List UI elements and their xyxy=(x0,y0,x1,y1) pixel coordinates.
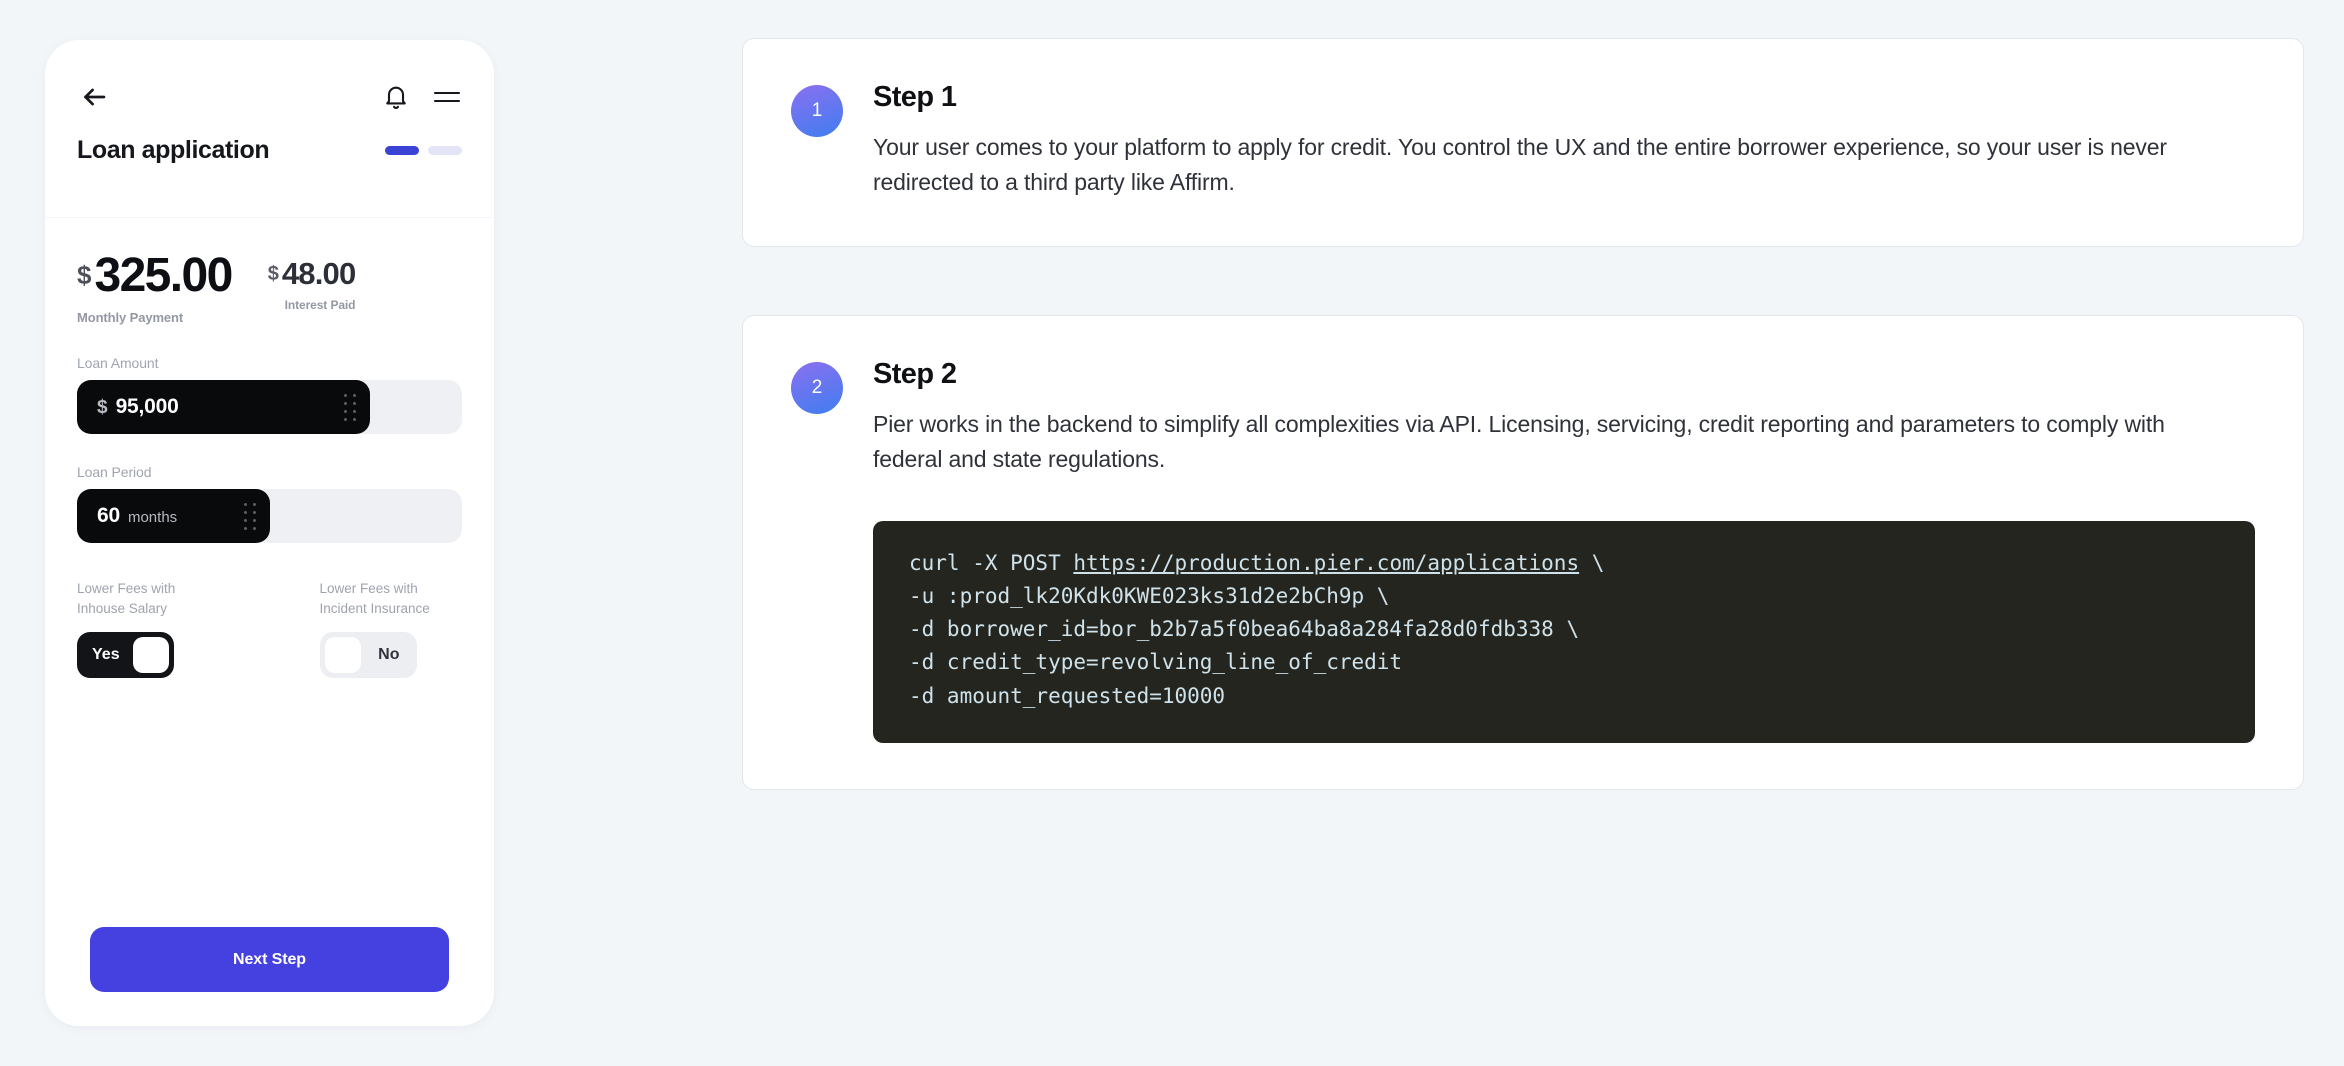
toggle-incident-insurance-state: No xyxy=(378,646,400,664)
monthly-payment-label: Monthly Payment xyxy=(77,310,184,325)
loan-amount-value: 95,000 xyxy=(115,395,179,418)
interest-paid-value: 48.00 xyxy=(281,256,356,291)
step-2-body: Step 2 Pier works in the backend to simp… xyxy=(873,358,2255,743)
step-2-badge: 2 xyxy=(791,361,843,414)
phone-status-bar xyxy=(45,40,494,62)
summary-amounts: $ 325.00 Monthly Payment $ 48.00 Interes… xyxy=(77,249,462,326)
monthly-payment-value: 325.00 xyxy=(94,249,233,302)
loan-period-value: 60 xyxy=(97,504,120,527)
hamburger-menu-icon[interactable] xyxy=(432,86,462,108)
loan-amount-currency: $ xyxy=(97,397,108,418)
loan-period-slider[interactable]: 60 months xyxy=(77,489,462,543)
step-2-title: Step 2 xyxy=(873,357,957,390)
monthly-payment-value-row: $ 325.00 xyxy=(77,249,233,302)
loan-amount-label: Loan Amount xyxy=(77,355,159,371)
phone-top-bar xyxy=(45,62,494,114)
step-card-1: 1 Step 1 Your user comes to your platfor… xyxy=(742,38,2304,247)
code-line-1-suffix: \ xyxy=(1579,550,1605,575)
loan-amount-value-group: $ 95,000 xyxy=(97,395,179,419)
step-1-title: Step 1 xyxy=(873,81,957,113)
toggle-inhouse-salary-state: Yes xyxy=(92,646,120,664)
progress-pill-active xyxy=(385,146,419,155)
monthly-payment-block: $ 325.00 Monthly Payment xyxy=(77,249,233,326)
loan-period-value-group: 60 months xyxy=(97,504,177,528)
arrow-left-icon[interactable] xyxy=(77,80,111,114)
loan-period-unit: months xyxy=(127,509,178,526)
loan-amount-slider[interactable]: $ 95,000 xyxy=(77,380,462,434)
phone-mockup: Loan application $ 325.00 Monthly Paymen… xyxy=(45,40,494,1026)
phone-topbar-actions xyxy=(382,83,462,111)
interest-paid-value-row: $ 48.00 xyxy=(268,258,356,289)
curl-code-block[interactable]: curl -X POST https://production.pier.com… xyxy=(873,520,2255,743)
interest-paid-block: $ 48.00 Interest Paid xyxy=(268,258,356,312)
monthly-payment-currency: $ xyxy=(77,260,92,290)
loan-period-slider-fill[interactable]: 60 months xyxy=(77,489,270,543)
toggle-inhouse-salary: Lower Fees with Inhouse Salary Yes xyxy=(77,579,220,679)
steps-column: 1 Step 1 Your user comes to your platfor… xyxy=(742,38,2304,790)
interest-paid-label: Interest Paid xyxy=(284,298,356,312)
code-line-1-prefix: curl -X POST xyxy=(909,550,1074,575)
code-remaining-lines: -u :prod_lk20Kdk0KWE023ks31d2e2bCh9p \ -… xyxy=(909,583,1580,708)
loan-amount-drag-handle-icon[interactable] xyxy=(343,393,356,421)
bell-icon[interactable] xyxy=(382,83,410,111)
interest-paid-currency: $ xyxy=(267,263,279,285)
code-api-url[interactable]: https://production.pier.com/applications xyxy=(1073,550,1580,575)
step-card-2: 2 Step 2 Pier works in the backend to si… xyxy=(742,314,2304,790)
toggle-inhouse-salary-switch[interactable]: Yes xyxy=(77,632,174,679)
toggle-incident-insurance: Lower Fees with Incident Insurance No xyxy=(319,579,463,679)
loan-period-drag-handle-icon[interactable] xyxy=(243,502,256,530)
phone-title-row: Loan application xyxy=(45,114,494,165)
phone-header-divider xyxy=(45,217,494,218)
toggle-incident-insurance-switch[interactable]: No xyxy=(319,632,417,679)
step-1-text: Your user comes to your platform to appl… xyxy=(873,134,2167,195)
fee-toggles: Lower Fees with Inhouse Salary Yes Lower… xyxy=(77,579,463,679)
step-1-badge: 1 xyxy=(791,85,843,137)
step-1-body: Step 1 Your user comes to your platform … xyxy=(873,81,2255,200)
next-step-button[interactable]: Next Step xyxy=(90,927,449,992)
loan-amount-slider-fill[interactable]: $ 95,000 xyxy=(77,380,370,434)
progress-indicator xyxy=(385,146,462,155)
step-2-text: Pier works in the backend to simplify al… xyxy=(873,410,2165,472)
progress-pill-inactive xyxy=(428,146,462,155)
toggle-incident-insurance-label: Lower Fees with Incident Insurance xyxy=(319,581,430,616)
phone-content: $ 325.00 Monthly Payment $ 48.00 Interes… xyxy=(45,218,494,679)
toggle-inhouse-salary-knob xyxy=(133,637,169,674)
toggle-incident-insurance-knob xyxy=(324,637,361,674)
loan-period-label: Loan Period xyxy=(77,464,152,480)
page-title: Loan application xyxy=(77,136,270,164)
toggle-inhouse-salary-label: Lower Fees with Inhouse Salary xyxy=(77,581,176,616)
